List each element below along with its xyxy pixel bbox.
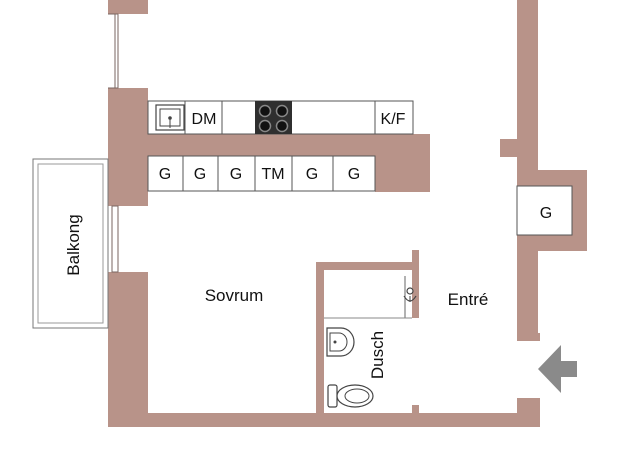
cabinet-label: G (159, 166, 171, 183)
kitchen-partition-wall (108, 134, 430, 156)
toilet-icon (327, 384, 374, 408)
entrance-closet-label: G (540, 205, 552, 222)
bathroom-wall-right-upper (412, 250, 419, 318)
entrance-closet-box (516, 185, 573, 236)
door-jamb-top (517, 333, 540, 341)
bathroom-wall-left (316, 262, 324, 417)
fridge-freezer-label: K/F (381, 111, 406, 128)
left-wall-lower (108, 272, 148, 427)
kitchen-partition-stub (375, 134, 430, 192)
room-label-shower: Dusch (368, 331, 387, 379)
right-wall-lower (517, 251, 538, 339)
closet-wall-right (572, 170, 587, 250)
stove-icon (255, 101, 292, 134)
door-jamb-bottom (517, 398, 540, 427)
balcony-outline (32, 158, 109, 329)
washbasin-icon (326, 327, 355, 357)
closet-wall-bottom (517, 235, 587, 251)
walls (108, 0, 587, 427)
right-wall-step (500, 139, 538, 157)
kitchen-upper-counter: DM K/F (147, 100, 414, 135)
cabinet-label: G (306, 166, 318, 183)
window-upper (108, 0, 146, 89)
room-label-entrance: Entré (448, 290, 489, 309)
window-lower (111, 205, 119, 273)
cabinet-label: G (230, 166, 242, 183)
shower-head-icon (403, 287, 417, 302)
cabinet-label: G (348, 166, 360, 183)
room-label-bedroom: Sovrum (205, 286, 264, 305)
entrance-closet: G (516, 185, 573, 236)
bathroom-wall-right-lower (412, 405, 419, 417)
lower-cabinet-row (147, 155, 376, 192)
cabinet-label: G (194, 166, 206, 183)
room-label-balcony: Balkong (64, 214, 83, 275)
cabinet-label: TM (261, 166, 284, 183)
entry-arrow-icon (538, 345, 577, 393)
balcony: Balkong (32, 158, 109, 329)
kitchen-lower-cabinets: G G G TM G G (147, 155, 376, 192)
bathroom-wall-top (316, 262, 419, 270)
bathroom-fixtures: Dusch (324, 276, 417, 408)
bottom-wall (108, 413, 540, 427)
dishwasher-label: DM (192, 111, 217, 128)
right-wall-upper (517, 0, 538, 139)
closet-wall-top (517, 170, 587, 186)
